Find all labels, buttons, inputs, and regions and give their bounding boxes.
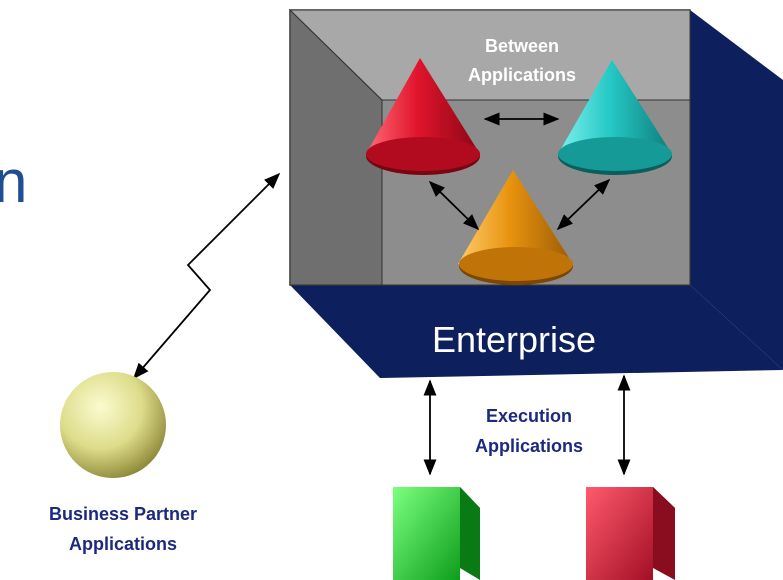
- green-cube-icon: [393, 487, 480, 580]
- business-partner-label-line2: Applications: [69, 534, 177, 554]
- yellow-sphere-icon: [60, 372, 166, 478]
- between-label-line2: Applications: [468, 65, 576, 85]
- red-cube-icon: [586, 487, 675, 580]
- arrow-red-orange: [428, 180, 480, 231]
- teal-cone-icon: [558, 60, 672, 175]
- lightning-link: [132, 172, 281, 380]
- box-right-side: [690, 10, 783, 370]
- business-partner-label-line1: Business Partner: [49, 504, 197, 524]
- heading-fragment: n: [0, 148, 27, 215]
- red-cone-icon: [366, 58, 480, 175]
- execution-label-line1: Execution: [486, 406, 572, 426]
- box-ceiling: [288, 9, 691, 101]
- enterprise-label: Enterprise: [432, 319, 596, 360]
- execution-label-line2: Applications: [475, 436, 583, 456]
- orange-cone-icon: [458, 170, 573, 285]
- box-bottom-slab: [290, 285, 783, 378]
- between-label-line1: Between: [485, 36, 559, 56]
- arrow-teal-orange: [556, 178, 611, 231]
